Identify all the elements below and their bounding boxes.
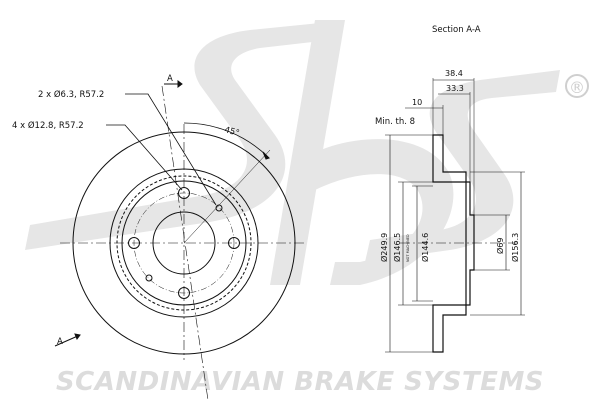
section-line xyxy=(161,85,209,401)
angle-arrow-icon xyxy=(262,151,270,160)
large-hole-left xyxy=(128,237,140,249)
large-hole-bottom xyxy=(178,287,190,299)
angle-ray xyxy=(183,149,271,244)
total-height-value: 38.4 xyxy=(445,69,463,78)
company-watermark: SCANDINAVIAN BRAKE SYSTEMS xyxy=(56,367,544,397)
section-arrow-bottom-icon xyxy=(74,333,81,341)
logo-s-right xyxy=(365,70,560,262)
registered-mark: ® xyxy=(565,74,589,98)
hat-height-value: 33.3 xyxy=(446,84,464,93)
disc-thickness-value: 10 xyxy=(412,98,422,107)
logo-s-left xyxy=(25,22,330,250)
large-holes-label: 4 x Ø12.8, R57.2 xyxy=(12,120,84,131)
front-view xyxy=(54,80,305,401)
bolt-circle xyxy=(133,192,235,294)
section-view xyxy=(385,78,525,353)
small-hole-lower-left xyxy=(145,274,153,282)
small-holes-label: 2 x Ø6.3, R57.2 xyxy=(38,89,104,100)
registered-circle-icon xyxy=(565,74,589,98)
center-bore-value: Ø69 xyxy=(495,238,505,254)
logo-text: sbs xyxy=(0,0,3,1)
pilot-diameter-value: Ø144.6 xyxy=(420,233,430,262)
section-marker-top: A xyxy=(167,74,173,84)
section-marker-bottom: A xyxy=(57,337,63,347)
outer-diameter-value: Ø249.9 xyxy=(379,233,389,262)
large-hole-top xyxy=(178,187,190,199)
section-arrow-top-icon xyxy=(177,80,183,88)
sbs-watermark-logo: sbs xyxy=(0,0,560,285)
hat-diameter-value: Ø146.5 xyxy=(392,233,402,262)
logo-b xyxy=(270,20,454,285)
min-thickness-label: Min. th. 8 xyxy=(375,117,415,127)
large-hole-right xyxy=(228,237,240,249)
angle-arc xyxy=(183,122,270,159)
section-title: Section A-A xyxy=(432,25,481,35)
angle-label: 45° xyxy=(223,125,240,139)
large-holes-leader xyxy=(106,124,183,191)
inner-diameter-value: Ø156.3 xyxy=(510,233,520,262)
small-print-text: NOT MACHINED xyxy=(406,234,410,262)
registered-mark-text: ® xyxy=(569,78,585,97)
small-holes-leader xyxy=(125,93,217,206)
